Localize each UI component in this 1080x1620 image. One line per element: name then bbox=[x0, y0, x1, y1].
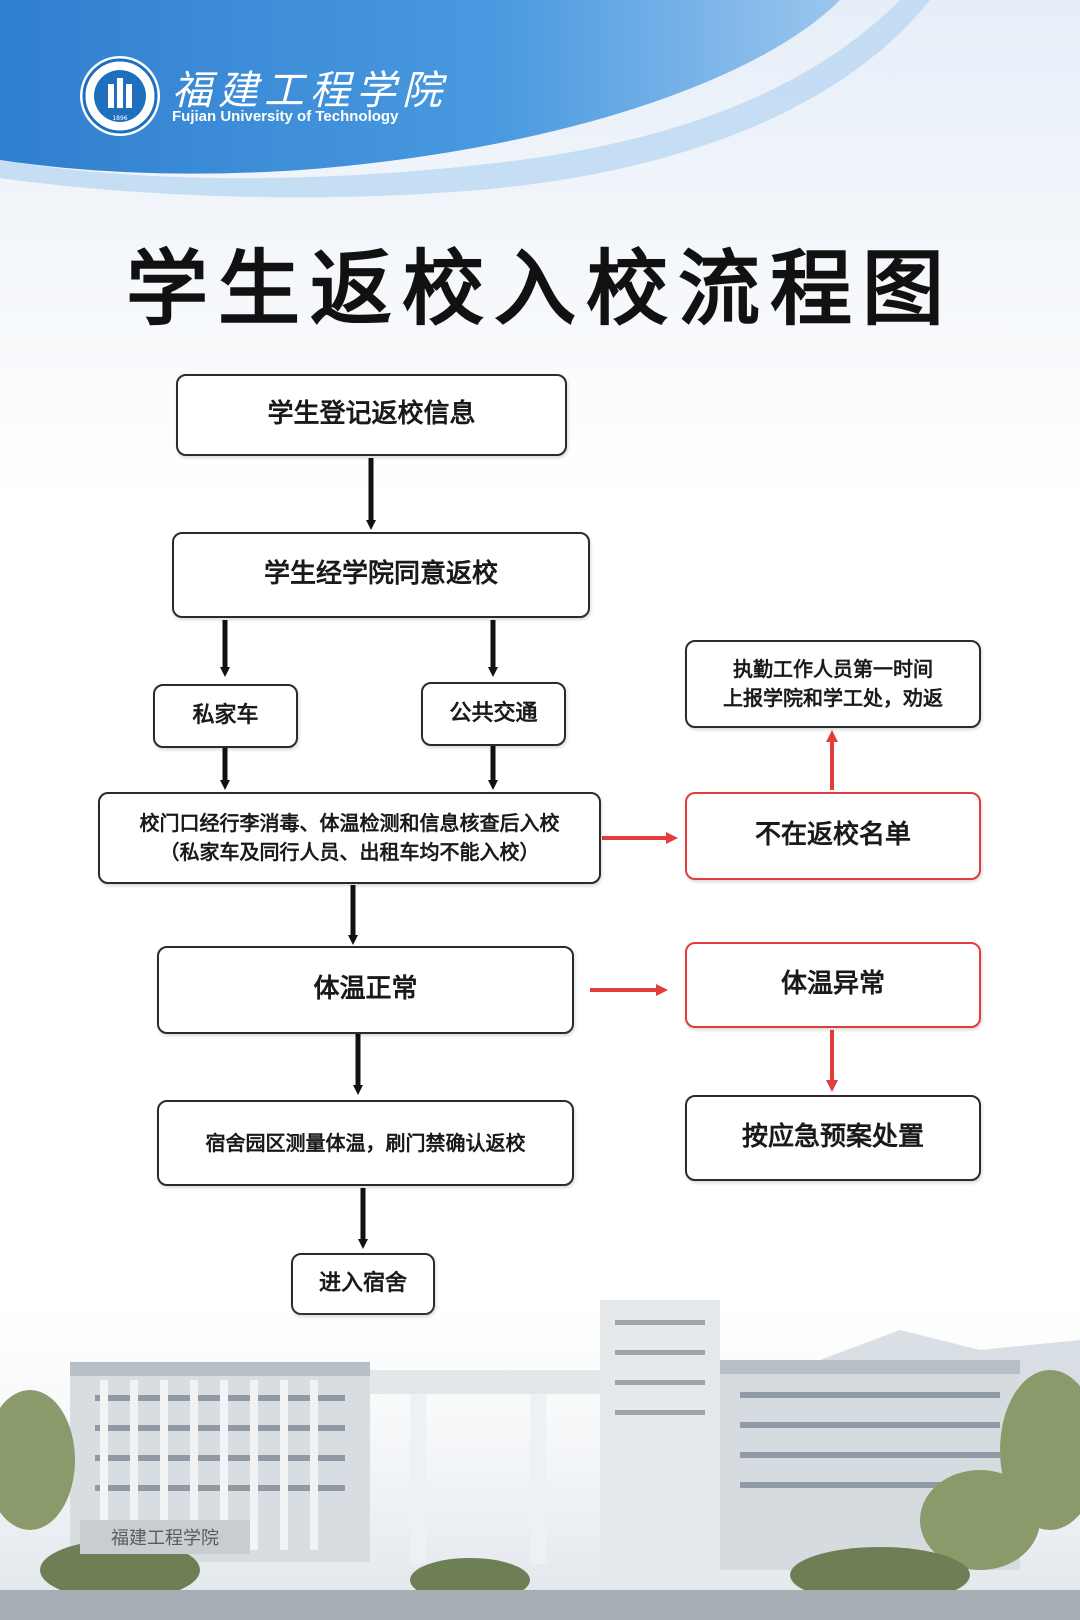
gate-check-line1: 校门口经行李消毒、体温检测和信息核查后入校 bbox=[139, 811, 560, 835]
node-private-car: 私家车 bbox=[153, 684, 298, 748]
node-temp-normal: 体温正常 bbox=[157, 946, 574, 1034]
campus-sign: 福建工程学院 bbox=[111, 1528, 219, 1549]
node-dorm-check: 宿舍园区测量体温，刷门禁确认返校 bbox=[157, 1100, 574, 1186]
node-emergency: 按应急预案处置 bbox=[685, 1095, 981, 1181]
logo-year: 1896 bbox=[112, 115, 127, 122]
university-logo: 1896 bbox=[80, 56, 160, 136]
school-name-cn: 福建工程学院 bbox=[172, 68, 448, 114]
node-temp-abnormal: 体温异常 bbox=[685, 942, 981, 1028]
gate-check-line2: （私家车及同行人员、出租车均不能入校） bbox=[159, 840, 540, 864]
header-banner bbox=[0, 0, 930, 198]
page-title: 学生返校入校流程图 bbox=[125, 242, 954, 337]
node-not-on-list: 不在返校名单 bbox=[685, 792, 981, 880]
report-line2: 上报学院和学工处，劝返 bbox=[723, 686, 943, 710]
node-register: 学生登记返校信息 bbox=[176, 374, 567, 456]
report-line1: 执勤工作人员第一时间 bbox=[733, 657, 933, 681]
campus-building-image: 福建工程学院 bbox=[0, 1300, 1080, 1620]
node-approve: 学生经学院同意返校 bbox=[172, 532, 590, 618]
node-gate-check: 校门口经行李消毒、体温检测和信息核查后入校 （私家车及同行人员、出租车均不能入校… bbox=[98, 792, 601, 884]
node-report: 执勤工作人员第一时间 上报学院和学工处，劝返 bbox=[685, 640, 981, 728]
school-name-en: Fujian University of Technology bbox=[172, 108, 399, 125]
node-public-transport: 公共交通 bbox=[421, 682, 566, 746]
